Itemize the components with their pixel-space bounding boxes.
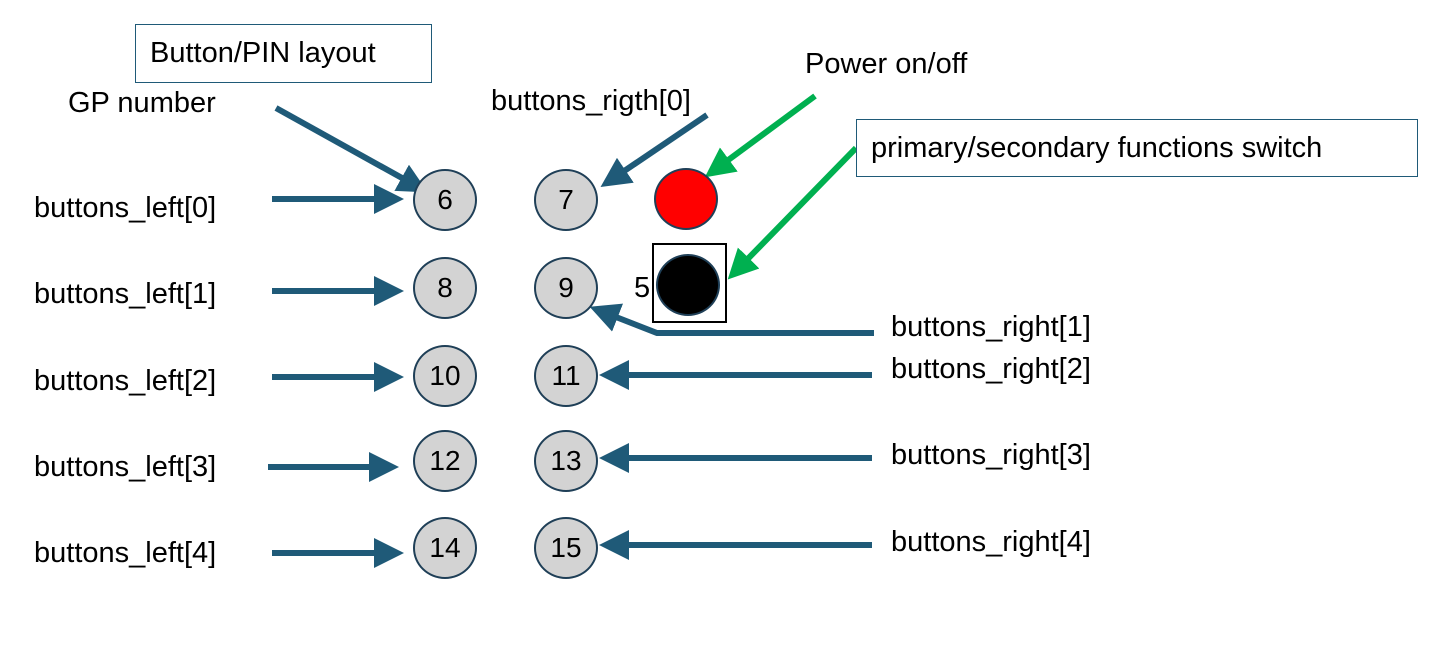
function-switch	[652, 243, 727, 323]
arrow-power	[704, 93, 817, 178]
switch-led	[656, 254, 720, 316]
buttons-left-0-label: buttons_left[0]	[34, 192, 217, 224]
power-led	[654, 168, 718, 230]
buttons-left-2-label: buttons_left[2]	[34, 365, 217, 397]
pin-gp13: 13	[534, 430, 598, 492]
pin-gp8: 8	[413, 257, 477, 319]
arrow-right-1	[589, 303, 874, 336]
buttons-left-3-label: buttons_left[3]	[34, 451, 217, 483]
pin-gp7: 7	[534, 169, 598, 231]
buttons-right-4-label: buttons_right[4]	[891, 526, 1091, 558]
buttons-right-1-label: buttons_right[1]	[891, 311, 1091, 343]
pin-gp12: 12	[413, 430, 477, 492]
arrow-gp-number	[274, 105, 428, 193]
buttons-right-3-label: buttons_right[3]	[891, 439, 1091, 471]
pin-gp10: 10	[413, 345, 477, 407]
switch-label-box: primary/secondary functions switch	[856, 119, 1418, 177]
diagram-title-box: Button/PIN layout	[135, 24, 432, 83]
power-label: Power on/off	[805, 48, 968, 80]
switch-label: primary/secondary functions switch	[871, 131, 1323, 164]
buttons-rigth-0-label: buttons_rigth[0]	[491, 85, 691, 117]
buttons-left-4-label: buttons_left[4]	[34, 537, 217, 569]
switch-pin-label: 5	[634, 272, 651, 304]
pin-gp14: 14	[413, 517, 477, 579]
buttons-left-1-label: buttons_left[1]	[34, 278, 217, 310]
arrow-switch	[727, 145, 859, 280]
buttons-right-2-label: buttons_right[2]	[891, 353, 1091, 385]
diagram-title: Button/PIN layout	[150, 37, 376, 69]
pin-gp6: 6	[413, 169, 477, 231]
gp-number-label: GP number	[68, 87, 216, 119]
pin-gp15: 15	[534, 517, 598, 579]
pin-gp11: 11	[534, 345, 598, 407]
arrow-buttons-rigth-0	[600, 112, 709, 188]
pin-gp9: 9	[534, 257, 598, 319]
